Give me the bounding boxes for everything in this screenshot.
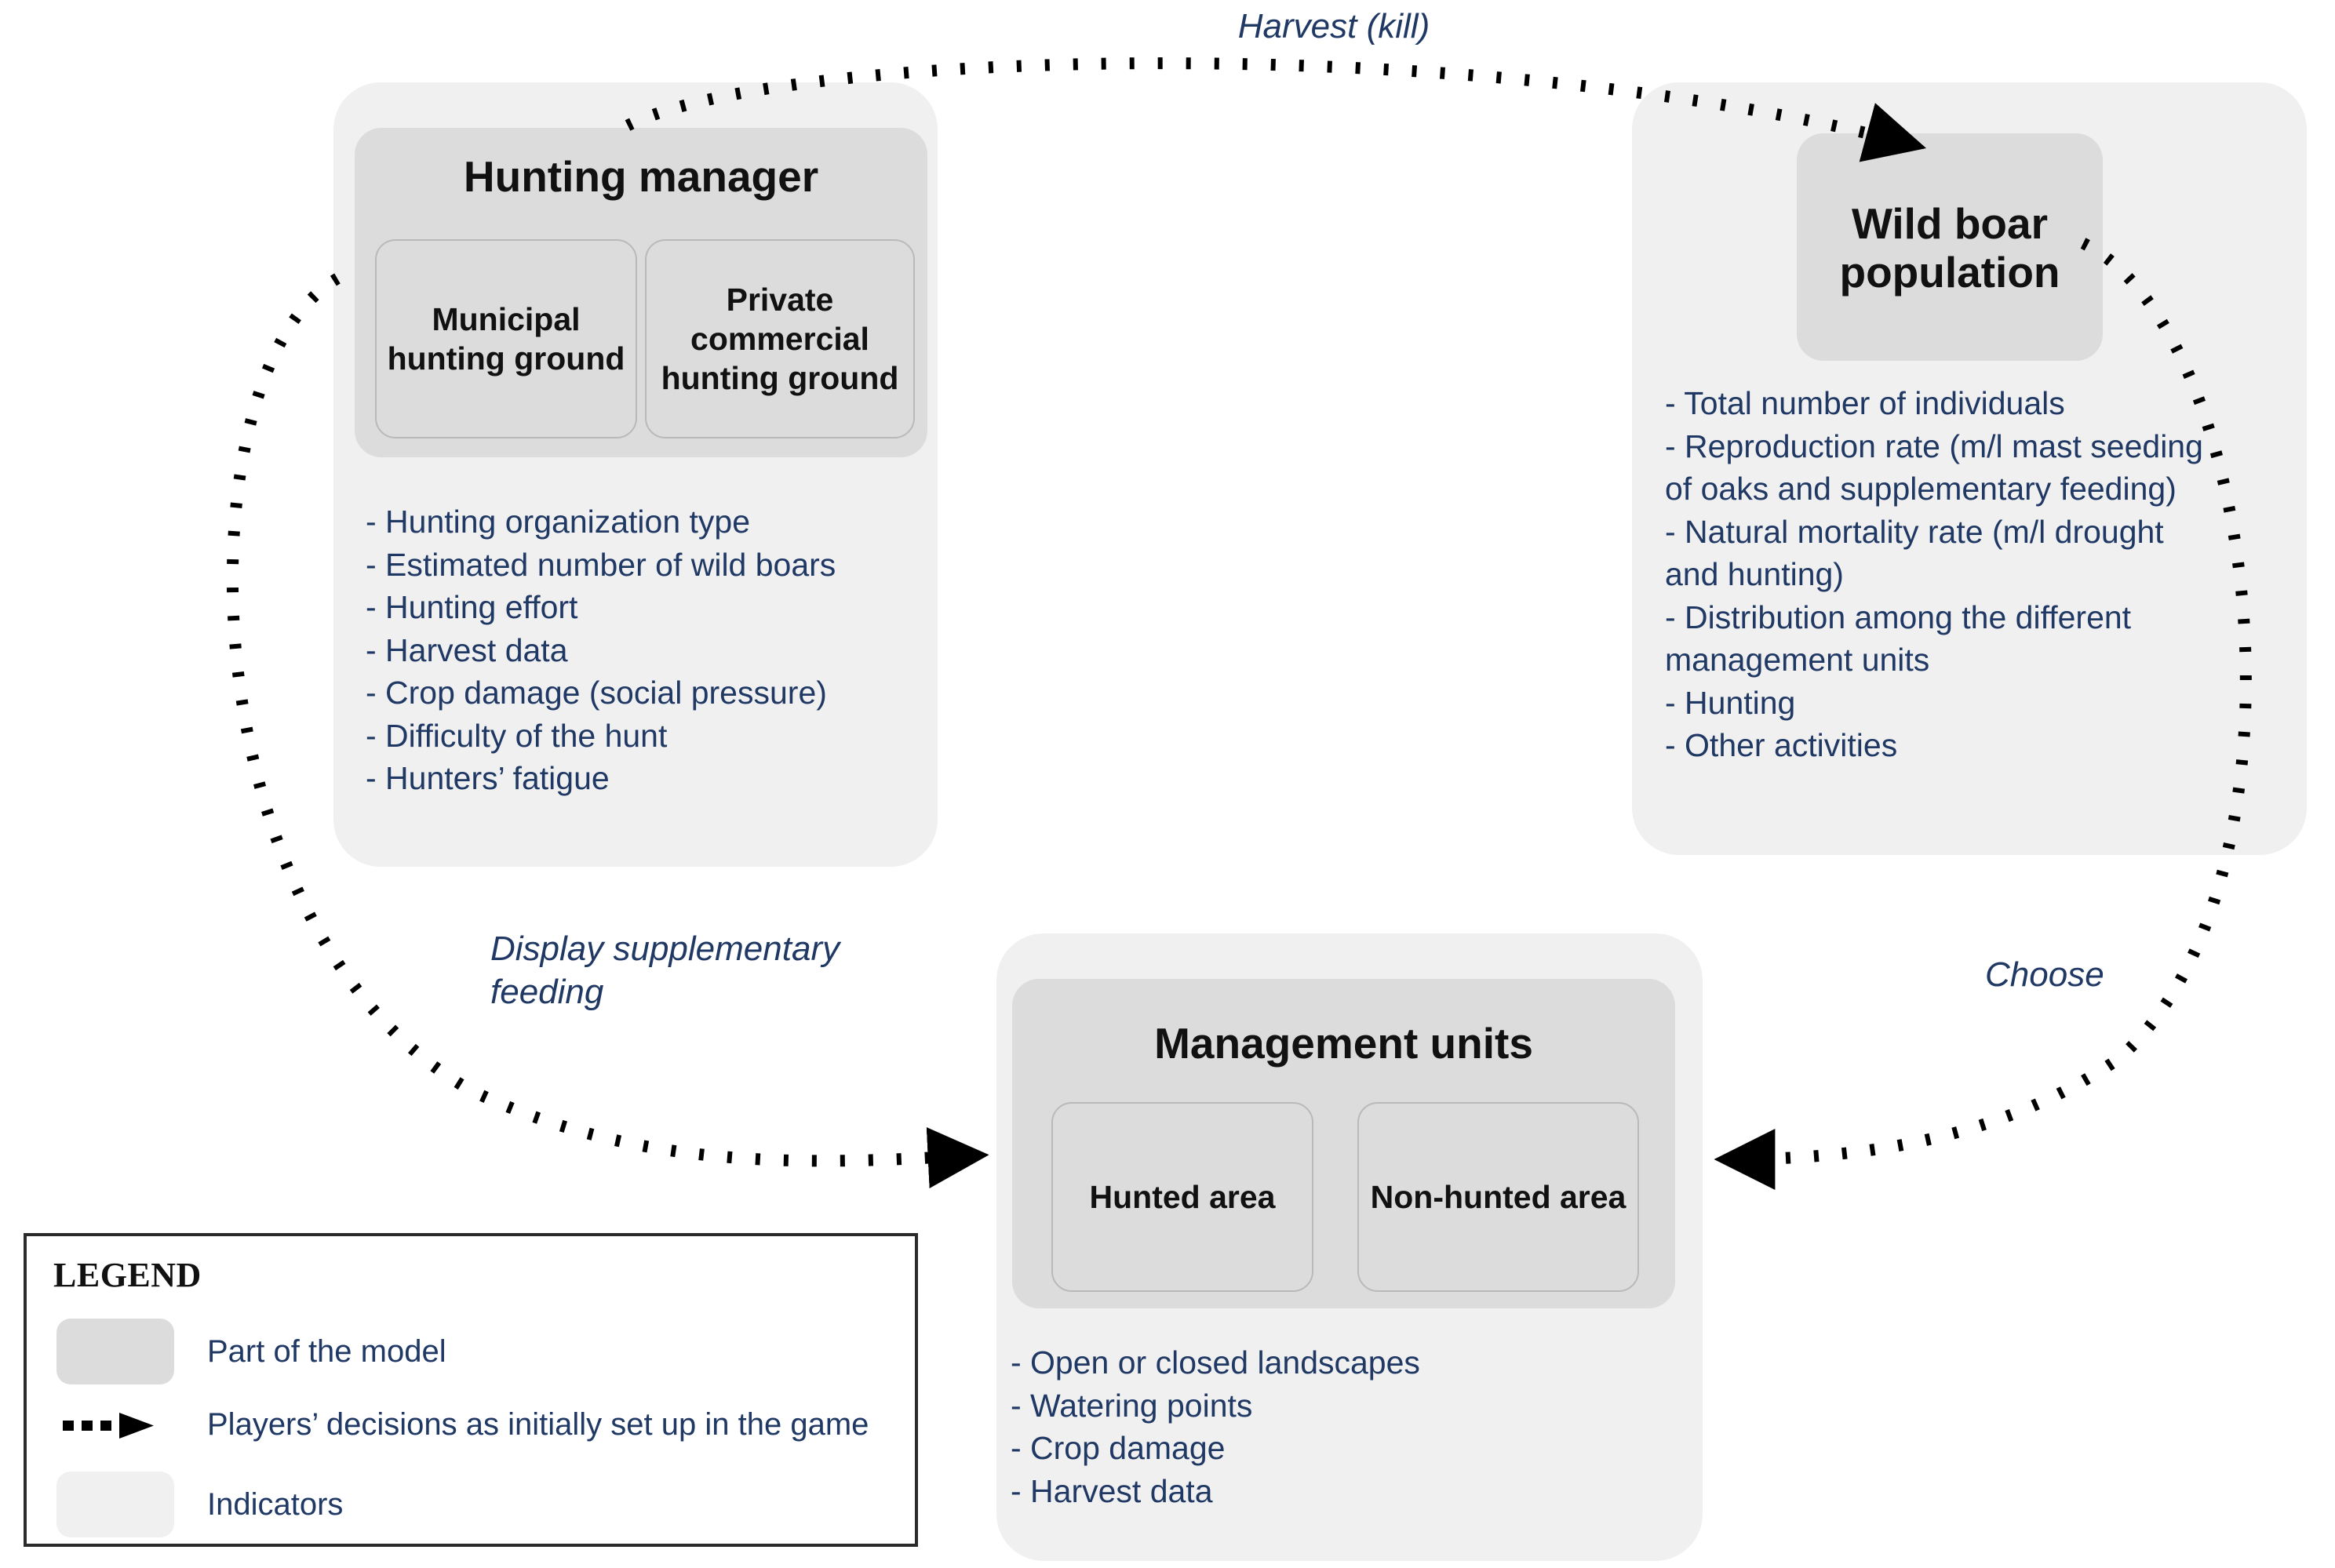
legend-item-label: Part of the model: [207, 1333, 446, 1369]
list-item: - Hunters’ fatigue: [366, 760, 610, 797]
wild-boar-indicator-list: - Total number of individuals - Reproduc…: [1665, 382, 2214, 767]
sub-box-hunted-area[interactable]: Hunted area: [1051, 1102, 1313, 1292]
legend-item-label: Players’ decisions as initially set up i…: [207, 1407, 869, 1442]
indicator-swatch-icon: [56, 1472, 174, 1537]
wild-boar-population-title: Wild boar population: [1839, 199, 2060, 297]
list-item: - Estimated number of wild boars: [366, 546, 836, 583]
edge-label-display-supplementary-feeding: Display supplementary feeding: [490, 930, 840, 1011]
list-item: - Total number of individuals: [1665, 385, 2065, 421]
list-item: - Hunting: [1665, 684, 1796, 721]
list-item: - Other activities: [1665, 727, 1898, 764]
list-item: - Reproduction rate (m/l mast seeding of…: [1665, 427, 2213, 508]
legend-item-label: Indicators: [207, 1486, 344, 1522]
list-item: - Crop damage: [1011, 1430, 1226, 1467]
legend-item-part-of-the-model: Part of the model: [56, 1319, 446, 1384]
dotted-arrow-icon: [56, 1410, 174, 1441]
list-item: - Hunting effort: [366, 589, 578, 626]
edge-label-choose: Choose: [1985, 955, 2104, 994]
sub-box-municipal-hunting-ground[interactable]: Municipal hunting ground: [375, 239, 637, 438]
list-item: - Difficulty of the hunt: [366, 717, 668, 754]
list-item: - Hunting organization type: [366, 504, 751, 540]
list-item: - Harvest data: [1011, 1472, 1213, 1509]
legend-item-indicators: Indicators: [56, 1472, 343, 1537]
hunting-manager-title: Hunting manager: [463, 152, 819, 201]
legend-box: LEGEND Part of the model Players’ decisi…: [24, 1233, 918, 1547]
hunting-manager-indicator-list: - Hunting organization type - Estimated …: [366, 500, 915, 800]
management-units-title: Management units: [1154, 1019, 1533, 1068]
sub-box-private-commercial-hunting-ground[interactable]: Private commercial hunting ground: [645, 239, 915, 438]
model-swatch-icon: [56, 1319, 174, 1384]
management-units-indicator-list: - Open or closed landscapes - Watering p…: [1011, 1341, 1575, 1512]
list-item: - Watering points: [1011, 1387, 1253, 1424]
list-item: - Harvest data: [366, 631, 568, 668]
list-item: - Natural mortality rate (m/l drought an…: [1665, 513, 2173, 593]
list-item: - Open or closed landscapes: [1011, 1344, 1420, 1381]
sub-box-non-hunted-area[interactable]: Non-hunted area: [1357, 1102, 1639, 1292]
legend-title: LEGEND: [53, 1256, 202, 1294]
list-item: - Crop damage (social pressure): [366, 675, 827, 711]
edge-label-harvest: Harvest (kill): [1237, 7, 1430, 45]
list-item: - Distribution among the different manag…: [1665, 598, 2140, 678]
legend-item-players-decisions: Players’ decisions as initially set up i…: [56, 1407, 869, 1442]
